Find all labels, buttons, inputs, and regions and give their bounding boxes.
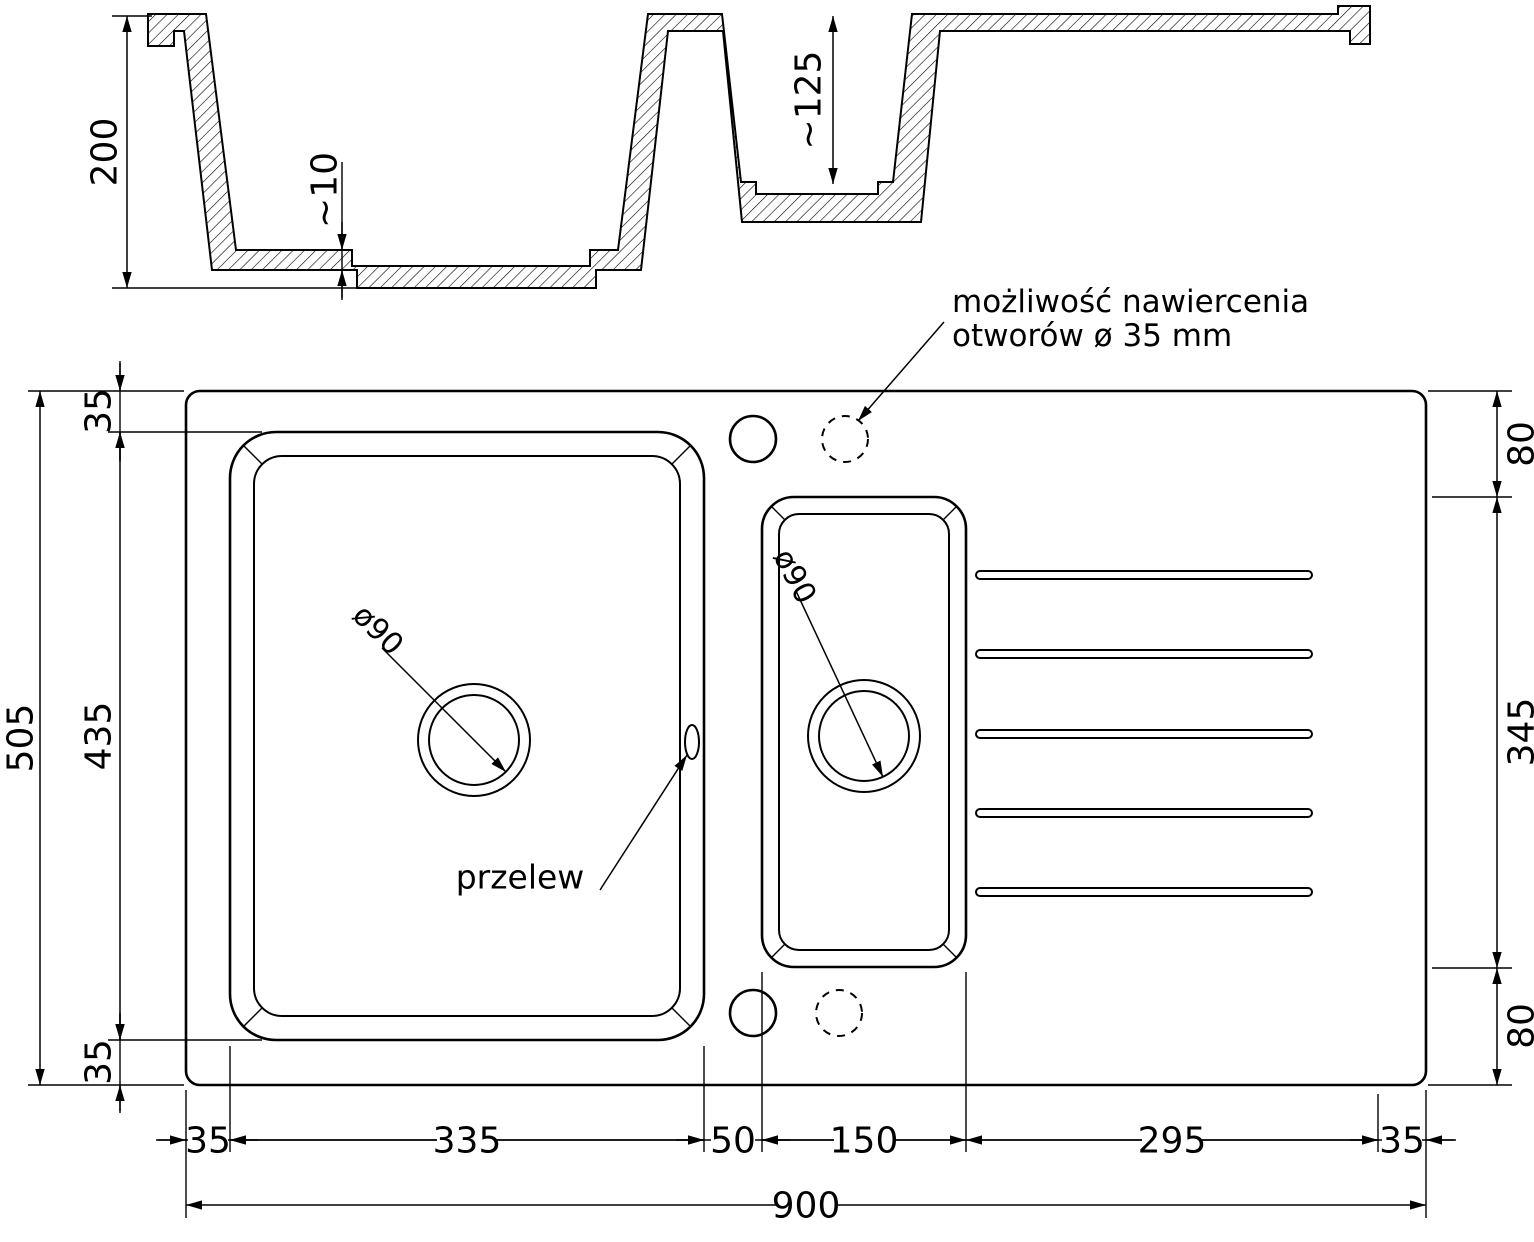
bowl-corner-chamfer xyxy=(770,943,786,959)
drain-right-outer xyxy=(807,679,921,793)
label-mask xyxy=(776,1188,836,1222)
dim-chain-2: 50 xyxy=(710,1121,756,1162)
faucet-hole-top-optional xyxy=(821,415,869,463)
drainer-groove xyxy=(975,808,1313,818)
drain-right-inner xyxy=(818,690,910,782)
drill-note-leader xyxy=(857,321,945,422)
dim-chain-4: 295 xyxy=(1138,1121,1207,1162)
dim-total-width: 900 xyxy=(772,1186,841,1227)
drain-right-leader xyxy=(795,590,884,778)
drain-right-label: ø90 xyxy=(766,543,823,609)
faucet-hole-bottom xyxy=(728,988,778,1038)
dim-total-height: 505 xyxy=(1,704,42,773)
label-mask xyxy=(188,1123,228,1157)
dim-chain-3: 150 xyxy=(830,1121,899,1162)
sink-outline xyxy=(184,389,1428,1087)
bowl-corner-chamfer xyxy=(942,505,958,521)
dim-small-bowl-height: 345 xyxy=(1502,698,1534,767)
large-bowl-inner xyxy=(253,455,681,1017)
small-bowl-outer xyxy=(760,495,968,969)
bowl-corner-chamfer xyxy=(671,1007,692,1028)
label-mask xyxy=(834,1123,894,1157)
drainer-groove xyxy=(975,649,1313,659)
label-mask xyxy=(711,1123,755,1157)
drainer-groove xyxy=(975,729,1313,739)
small-bowl-inner xyxy=(778,513,950,951)
dim-total-depth: 200 xyxy=(85,118,126,187)
dim-right-rim-top: 80 xyxy=(1502,421,1534,467)
dim-bowls-height: 435 xyxy=(79,702,120,771)
large-bowl-outer xyxy=(228,430,706,1042)
overflow-slot xyxy=(684,724,700,760)
bowl-corner-chamfer xyxy=(242,1007,263,1028)
faucet-hole-bottom-optional xyxy=(815,989,863,1037)
label-mask xyxy=(1142,1123,1202,1157)
drain-left-label: ø90 xyxy=(345,598,410,663)
dim-rim-bottom: 35 xyxy=(79,1039,120,1085)
bowl-corner-chamfer xyxy=(770,505,786,521)
dim-right-rim-bottom: 80 xyxy=(1502,1003,1534,1049)
drainer-groove xyxy=(975,887,1313,897)
sink-section-profile xyxy=(147,5,1371,289)
dim-chain-5: 35 xyxy=(1379,1121,1425,1162)
drainer-groove xyxy=(975,570,1313,580)
label-mask xyxy=(1382,1123,1422,1157)
drill-note-line2: otworów ø 35 mm xyxy=(952,318,1232,354)
plan-dimensions: 505 35 435 35 80 345 80 xyxy=(1,361,1534,1227)
plan-view: ø90 ø90 przelew xyxy=(184,389,1428,1087)
overflow-leader xyxy=(599,754,688,891)
drain-left-inner xyxy=(428,694,520,786)
bowl-corner-chamfer xyxy=(671,444,692,465)
cross-section-view: 200 ~10 ~125 możliwość nawiercenia otwor… xyxy=(85,5,1371,422)
drill-note-line1: możliwość nawiercenia xyxy=(952,284,1309,320)
dim-rim-top: 35 xyxy=(79,388,120,434)
overflow-label: przelew xyxy=(456,858,585,897)
dim-bottom-step: ~10 xyxy=(305,152,346,228)
faucet-hole-top xyxy=(728,414,778,464)
drain-left-leader xyxy=(381,647,507,773)
bowl-corner-chamfer xyxy=(942,943,958,959)
label-mask xyxy=(437,1123,497,1157)
drain-left-outer xyxy=(417,683,531,797)
bowl-corner-chamfer xyxy=(242,444,263,465)
dim-small-bowl-depth: ~125 xyxy=(789,51,830,150)
dim-chain-0: 35 xyxy=(185,1121,231,1162)
dim-chain-1: 335 xyxy=(433,1121,502,1162)
